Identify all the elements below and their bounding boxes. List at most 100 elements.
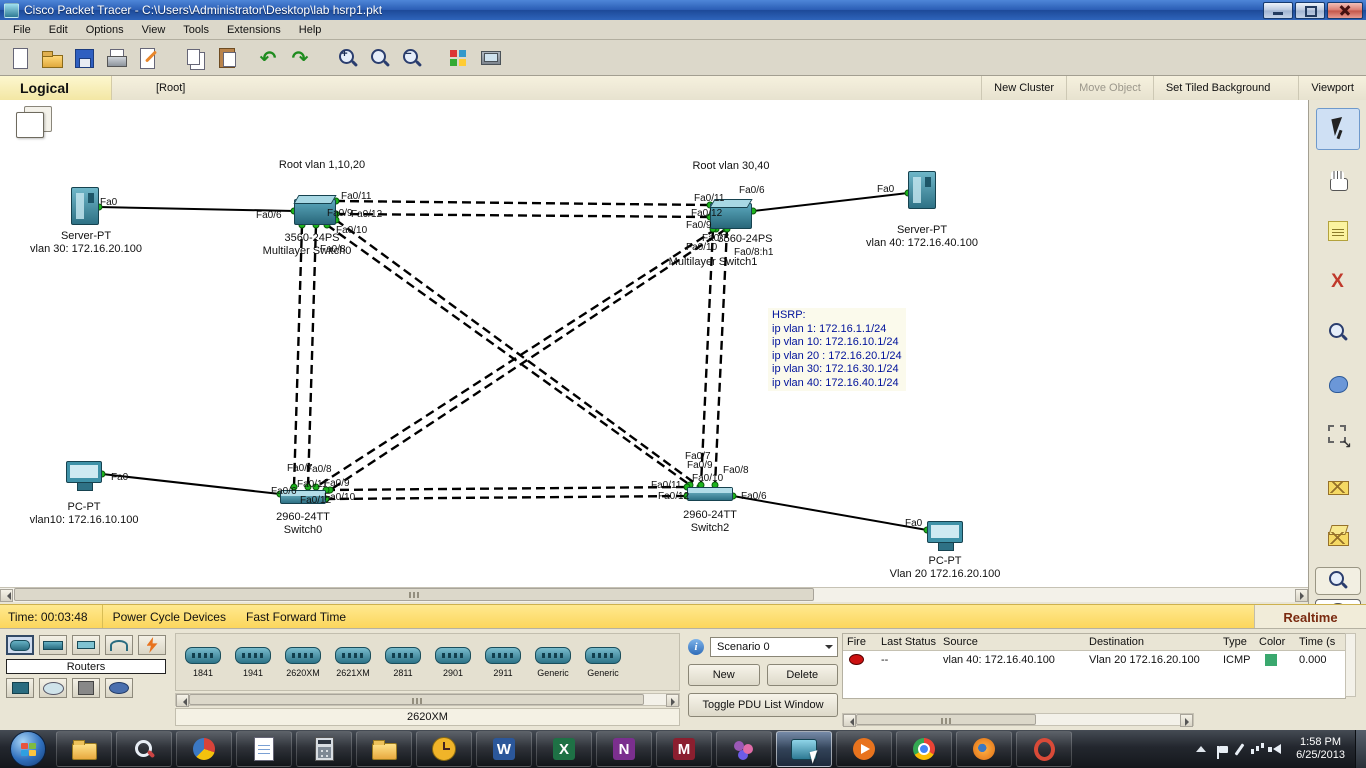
scroll-right-arrow[interactable] bbox=[1180, 714, 1193, 727]
power-cycle-devices-button[interactable]: Power Cycle Devices bbox=[101, 605, 236, 629]
trunk-link[interactable] bbox=[699, 228, 715, 486]
taskbar-item-word[interactable]: W bbox=[476, 731, 532, 767]
menu-options[interactable]: Options bbox=[85, 23, 124, 36]
taskbar-item-calculator[interactable] bbox=[296, 731, 352, 767]
resize-shape-tool[interactable] bbox=[1316, 414, 1360, 456]
copy-button[interactable] bbox=[180, 43, 210, 73]
trunk-link[interactable] bbox=[335, 212, 711, 219]
pen-input-icon[interactable] bbox=[1234, 742, 1245, 756]
paste-button[interactable] bbox=[212, 43, 242, 73]
category-custom-devices[interactable] bbox=[72, 678, 100, 698]
inspect-tool[interactable] bbox=[1316, 312, 1360, 354]
taskbar-item-search[interactable] bbox=[116, 731, 172, 767]
category-multiuser[interactable] bbox=[105, 678, 133, 698]
action-center-icon[interactable] bbox=[1217, 745, 1229, 759]
zoom-window-button[interactable] bbox=[1314, 567, 1361, 595]
pdu-column-last-status[interactable]: Last Status bbox=[881, 636, 937, 648]
taskbar-item-windows-explorer[interactable] bbox=[56, 731, 112, 767]
device-model-2621xm[interactable]: 2621XM bbox=[328, 646, 378, 678]
canvas-horizontal-scrollbar[interactable] bbox=[0, 587, 1308, 602]
trunk-link[interactable] bbox=[325, 494, 688, 501]
scroll-left-arrow[interactable] bbox=[176, 694, 189, 707]
pdu-column-type[interactable]: Type bbox=[1223, 636, 1247, 648]
device-model-generic[interactable]: Generic bbox=[578, 646, 628, 678]
logical-tab[interactable]: Logical bbox=[0, 76, 112, 100]
pdu-column-source[interactable]: Source bbox=[943, 636, 978, 648]
zoom-in-button[interactable]: + bbox=[332, 43, 362, 73]
device-model-generic[interactable]: Generic bbox=[528, 646, 578, 678]
taskbar-item-media-player[interactable] bbox=[836, 731, 892, 767]
custom-devices-button[interactable] bbox=[475, 43, 505, 73]
delete-scenario-button[interactable]: Delete bbox=[766, 664, 838, 686]
models-scrollbar[interactable] bbox=[175, 693, 680, 707]
print-button[interactable] bbox=[101, 43, 131, 73]
category-hubs[interactable] bbox=[72, 635, 100, 655]
pdu-column-fire[interactable]: Fire bbox=[847, 636, 866, 648]
new-cluster-button[interactable]: New Cluster bbox=[981, 76, 1066, 100]
taskbar-item-excel[interactable]: X bbox=[536, 731, 592, 767]
pdu-vertical-scrollbar[interactable] bbox=[1345, 633, 1356, 697]
draw-shape-tool[interactable] bbox=[1316, 363, 1360, 405]
device-multilayer-switch0[interactable] bbox=[294, 199, 336, 225]
activity-wizard-button[interactable] bbox=[133, 43, 163, 73]
menu-edit[interactable]: Edit bbox=[48, 23, 68, 36]
trunk-link[interactable] bbox=[292, 224, 304, 488]
device-model-1941[interactable]: 1941 bbox=[228, 646, 278, 678]
category-wan-emulation[interactable] bbox=[39, 678, 67, 698]
category-routers[interactable] bbox=[6, 635, 34, 655]
delete-tool[interactable]: X bbox=[1316, 261, 1360, 303]
taskbar-item-chrome[interactable] bbox=[896, 731, 952, 767]
menu-help[interactable]: Help bbox=[298, 23, 322, 36]
scrollbar-thumb[interactable] bbox=[189, 694, 644, 705]
fire-indicator[interactable] bbox=[849, 654, 864, 665]
scroll-left-arrow[interactable] bbox=[0, 588, 13, 602]
taskbar-item-documents-folder[interactable] bbox=[356, 731, 412, 767]
undo-button[interactable]: ↶ bbox=[253, 43, 283, 73]
volume-icon[interactable] bbox=[1268, 744, 1282, 754]
device-model-2620xm[interactable]: 2620XM bbox=[278, 646, 328, 678]
scenario-select[interactable]: Scenario 0 bbox=[710, 637, 838, 657]
menu-tools[interactable]: Tools bbox=[183, 23, 209, 36]
trunk-link[interactable] bbox=[713, 228, 729, 486]
scroll-right-arrow[interactable] bbox=[1295, 588, 1308, 602]
minimize-button[interactable] bbox=[1263, 2, 1293, 19]
taskbar-item-firefox[interactable] bbox=[956, 731, 1012, 767]
new-file-button[interactable] bbox=[5, 43, 35, 73]
scroll-left-arrow[interactable] bbox=[843, 714, 856, 727]
pdu-column-time-s[interactable]: Time (s bbox=[1299, 636, 1336, 648]
device-model-1841[interactable]: 1841 bbox=[178, 646, 228, 678]
viewport-button[interactable]: Viewport bbox=[1298, 76, 1366, 100]
toggle-pdu-list-button[interactable]: Toggle PDU List Window bbox=[688, 693, 838, 717]
taskbar-item-journal[interactable] bbox=[236, 731, 292, 767]
device-model-2811[interactable]: 2811 bbox=[378, 646, 428, 678]
move-object-button[interactable]: Move Object bbox=[1066, 76, 1153, 100]
category-end-devices[interactable] bbox=[6, 678, 34, 698]
root-breadcrumb[interactable]: [Root] bbox=[156, 82, 186, 94]
pdu-column-destination[interactable]: Destination bbox=[1089, 636, 1145, 648]
taskbar-item-app-m[interactable]: M bbox=[656, 731, 712, 767]
redo-button[interactable]: ↷ bbox=[285, 43, 315, 73]
device-multilayer-switch1[interactable] bbox=[710, 203, 752, 229]
taskbar-item-onenote[interactable]: N bbox=[596, 731, 652, 767]
realtime-tab-label[interactable]: Realtime bbox=[1254, 605, 1366, 629]
scrollbar-thumb[interactable] bbox=[856, 714, 1036, 725]
device-server0[interactable] bbox=[71, 187, 99, 225]
set-tiled-background-button[interactable]: Set Tiled Background bbox=[1152, 76, 1283, 100]
taskbar-item-spheres-app[interactable] bbox=[716, 731, 772, 767]
trunk-link[interactable] bbox=[306, 224, 318, 488]
category-switches[interactable] bbox=[39, 635, 67, 655]
device-switch2[interactable] bbox=[687, 487, 733, 501]
cluster-navigation-icon[interactable] bbox=[14, 104, 56, 138]
device-model-2901[interactable]: 2901 bbox=[428, 646, 478, 678]
access-link[interactable] bbox=[732, 495, 928, 531]
add-simple-pdu-tool[interactable] bbox=[1316, 465, 1360, 507]
zoom-out-button[interactable]: − bbox=[396, 43, 426, 73]
pdu-horizontal-scrollbar[interactable] bbox=[842, 713, 1194, 727]
add-complex-pdu-tool[interactable] bbox=[1316, 516, 1360, 558]
menu-view[interactable]: View bbox=[141, 23, 166, 36]
open-file-button[interactable] bbox=[37, 43, 67, 73]
trunk-link[interactable] bbox=[315, 227, 717, 489]
close-button[interactable] bbox=[1327, 2, 1363, 19]
device-switch0[interactable] bbox=[280, 490, 326, 504]
